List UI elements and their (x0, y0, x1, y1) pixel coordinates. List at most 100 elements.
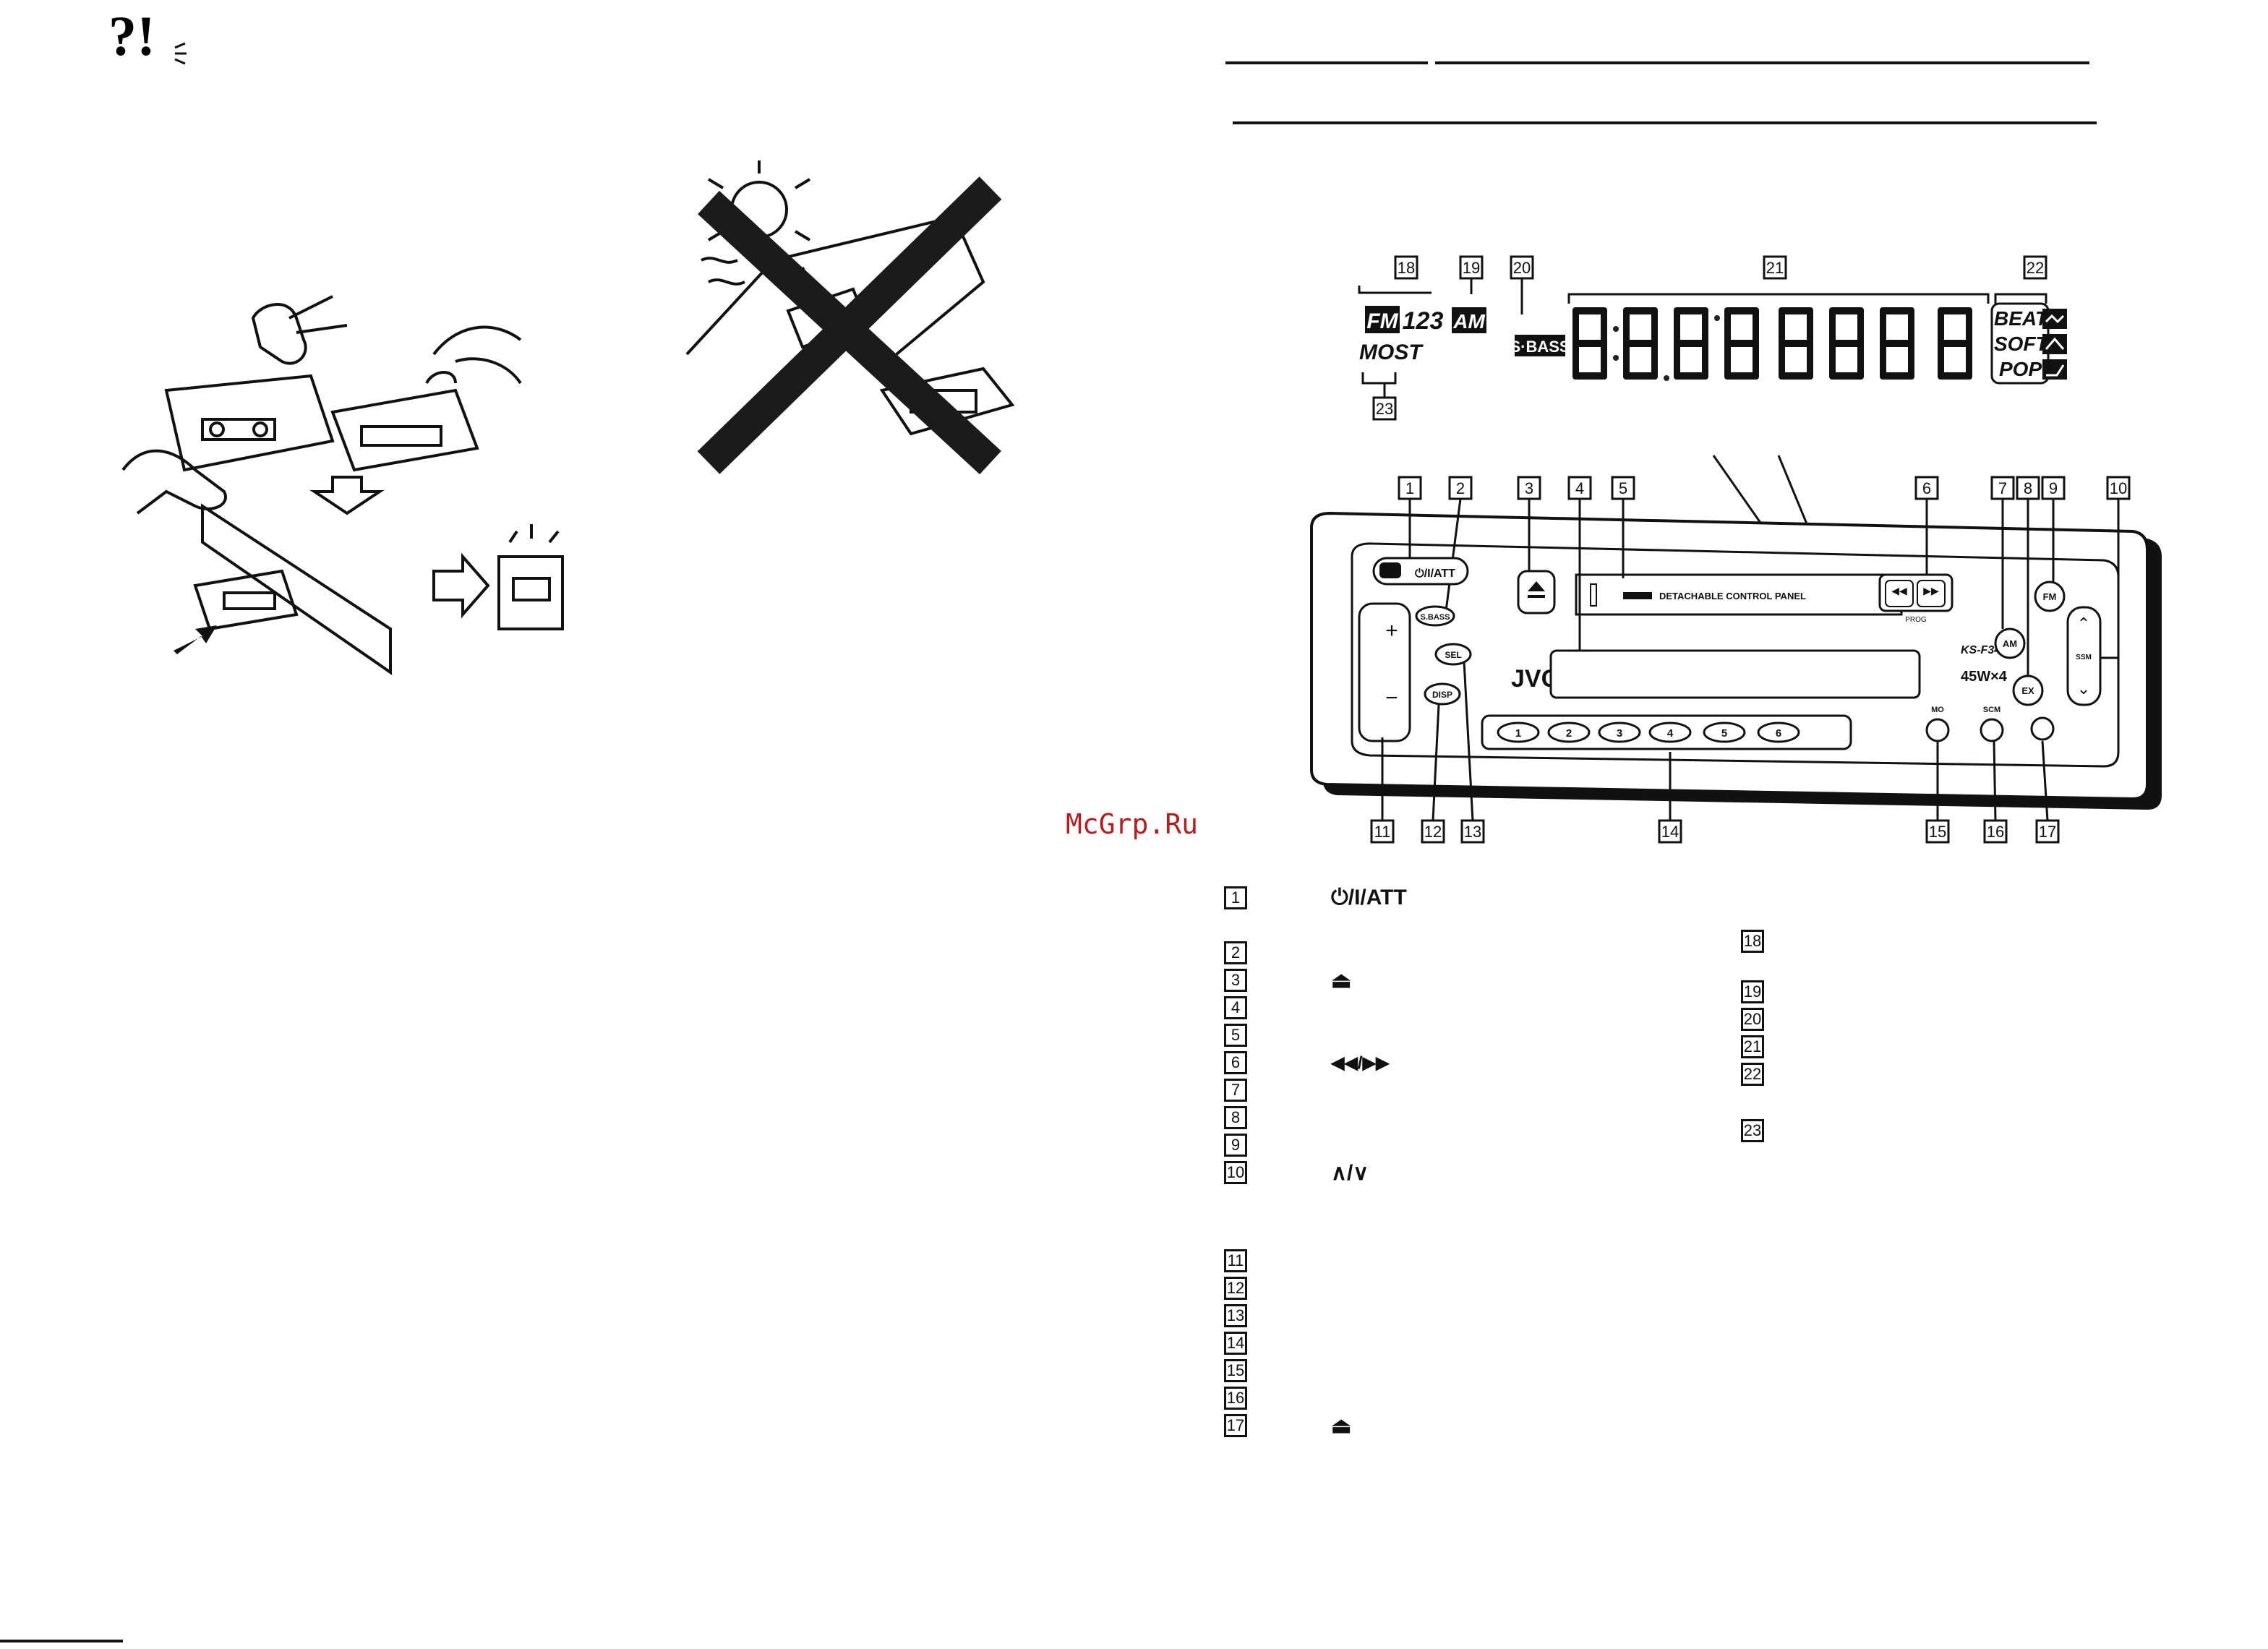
legend-num: 12 (1224, 1277, 1247, 1300)
legend-item-10: 10 ∧/∨ (1224, 1160, 1369, 1185)
legend-item-22: 22 (1741, 1062, 1764, 1087)
sound-mode-pop: POP (1999, 358, 2042, 380)
callout-12: 12 (1424, 823, 1442, 841)
preset-label: 5 (1721, 727, 1727, 740)
legend-item-20: 20 (1741, 1007, 1764, 1032)
panel-release-button[interactable] (2030, 716, 2055, 741)
preset-label: 2 (1566, 727, 1572, 740)
band-number-indicator: 123 (1403, 307, 1444, 335)
preset-button-5[interactable] (1703, 721, 1746, 743)
legend-num: 10 (1224, 1161, 1247, 1184)
display-window (1549, 649, 1921, 699)
callout-9: 9 (2049, 479, 2058, 497)
mo-button[interactable] (1925, 718, 1950, 742)
tune-up-icon: ⌃ (2077, 614, 2090, 633)
callout-15: 15 (1929, 823, 1946, 841)
ssm-tuning-control[interactable] (2066, 606, 2102, 706)
callout-17: 17 (2039, 823, 2056, 841)
callout-4: 4 (1575, 479, 1584, 497)
preset-button-4[interactable] (1648, 721, 1692, 743)
sbass-indicator: S·BASS (1510, 338, 1570, 356)
legend-num: 7 (1224, 1079, 1247, 1102)
legend-item-7: 7 (1224, 1078, 1247, 1102)
legend-num: 18 (1741, 930, 1764, 953)
callout-2: 2 (1456, 479, 1465, 497)
legend-right: 18 19 20 21 22 23 (1741, 929, 2175, 1160)
cassette-cleaning-illustration (116, 275, 578, 675)
callout-10: 10 (2110, 479, 2127, 497)
legend-num: 9 (1224, 1134, 1247, 1157)
volume-down-icon: − (1385, 686, 1398, 710)
question-exclamation-icon: ?! (108, 4, 195, 67)
legend-num: 13 (1224, 1304, 1247, 1327)
eject-button[interactable] (1517, 570, 1556, 614)
legend-item-6: 6◀◀/▶▶ (1224, 1050, 1390, 1075)
segment-digit (1779, 307, 1813, 380)
callout-20: 20 (1513, 259, 1531, 277)
legend-item-12: 12 (1224, 1276, 1247, 1301)
preset-label: 1 (1515, 727, 1521, 740)
callout-19: 19 (1463, 259, 1480, 277)
ssm-label: SSM (2076, 654, 2092, 661)
header-rule-2 (1435, 61, 2089, 64)
rewind-button[interactable] (1885, 580, 1914, 607)
legend-item-21: 21 (1741, 1035, 1764, 1059)
segment-digit (1938, 307, 1972, 380)
up-down-icon: ∧/∨ (1331, 1160, 1369, 1185)
legend-item-15: 15 (1224, 1358, 1247, 1383)
legend-num: 11 (1224, 1249, 1247, 1272)
fm-button-label: FM (2043, 591, 2057, 602)
most-indicator: MOST (1359, 340, 1424, 364)
ex-button[interactable] (2012, 674, 2044, 706)
legend-num: 2 (1224, 941, 1247, 964)
callout-16: 16 (1987, 823, 2004, 841)
callout-6: 6 (1922, 479, 1931, 497)
sel-button[interactable] (1434, 643, 1472, 666)
fm-button[interactable] (2034, 581, 2066, 612)
disp-button[interactable] (1424, 682, 1461, 706)
legend-num: 16 (1224, 1387, 1247, 1410)
legend-item-19: 19 (1741, 980, 1764, 1004)
legend-num: 8 (1224, 1106, 1247, 1129)
legend-num: 5 (1224, 1024, 1247, 1047)
legend-left: 1⏻/I/ATT 2 3⏏ 4 5 6◀◀/▶▶ 7 8 9 10∧/∨ 11 … (1224, 886, 1730, 1464)
header-rule-1 (1225, 61, 1428, 64)
callout-11: 11 (1374, 823, 1391, 841)
legend-num: 14 (1224, 1332, 1247, 1355)
prog-label: PROG (1905, 616, 1927, 624)
sbass-button-label: S.BASS (1421, 613, 1450, 622)
sbass-button[interactable] (1415, 605, 1455, 627)
preset-button-2[interactable] (1547, 721, 1591, 743)
legend-item-2: 2 (1224, 941, 1247, 965)
rew-ff-icon: ◀◀/▶▶ (1331, 1053, 1390, 1073)
callout-1: 1 (1405, 479, 1414, 497)
callout-22: 22 (2027, 259, 2044, 277)
rewind-icon: ◀◀ (1891, 585, 1907, 596)
preset-button-3[interactable] (1598, 721, 1641, 743)
eject-icon: ⏏ (1331, 968, 1352, 993)
legend-num: 21 (1741, 1035, 1764, 1058)
legend-num: 3 (1224, 969, 1247, 992)
legend-item-4: 4 (1224, 995, 1247, 1020)
legend-num: 15 (1224, 1359, 1247, 1382)
callout-13: 13 (1464, 823, 1481, 841)
callout-14: 14 (1661, 823, 1679, 841)
scm-button[interactable] (1980, 718, 2004, 742)
am-button[interactable] (1994, 628, 2026, 659)
fast-forward-icon: ▶▶ (1923, 585, 1939, 596)
preset-button-1[interactable] (1497, 721, 1540, 743)
legend-item-11: 11 (1224, 1248, 1247, 1273)
volume-control[interactable] (1358, 602, 1411, 742)
sound-mode-soft: SOFT (1994, 333, 2050, 355)
legend-item-18: 18 (1741, 929, 1764, 954)
callout-18: 18 (1398, 259, 1415, 277)
header-rule-3 (1233, 121, 2097, 124)
callout-23: 23 (1376, 400, 1393, 418)
front-panel-diagram: 1 2 3 4 5 6 7 8 9 10 ⏻/I/ATT DETACHABLE … (1301, 448, 2169, 853)
preset-button-6[interactable] (1757, 721, 1800, 743)
segment-digit (1829, 307, 1864, 380)
preset-label: 4 (1667, 727, 1674, 740)
callout-5: 5 (1619, 479, 1627, 497)
fast-forward-button[interactable] (1917, 580, 1946, 607)
volume-up-icon: + (1385, 619, 1398, 643)
